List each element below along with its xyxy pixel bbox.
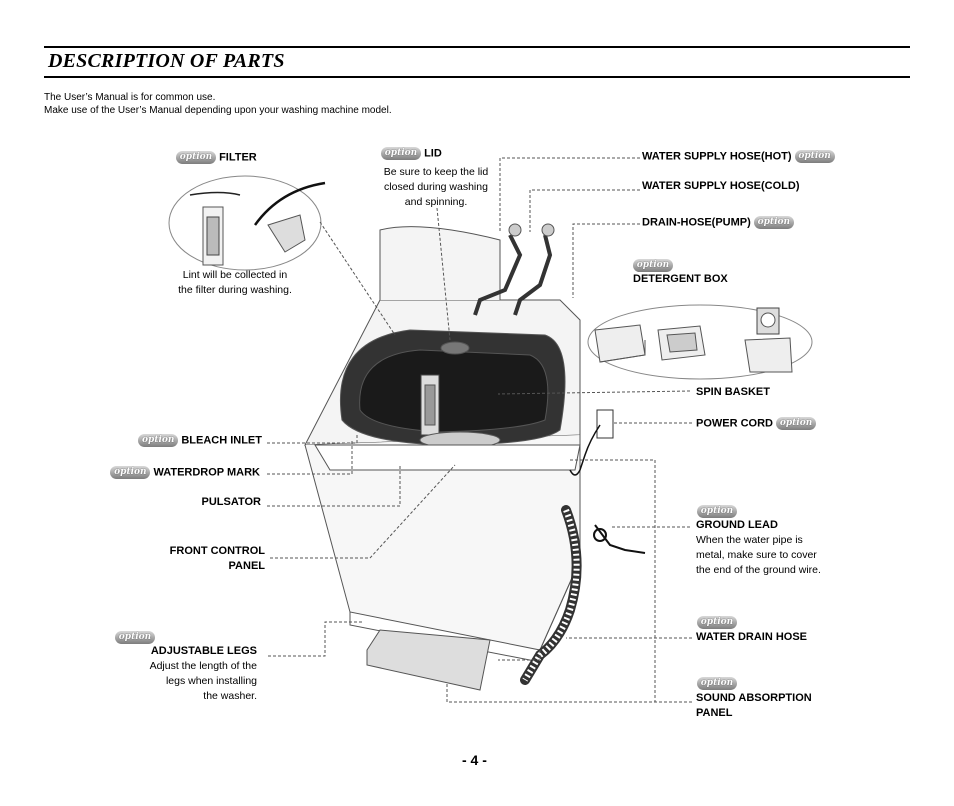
label-sound-absorption-panel: SOUND ABSORPTION PANEL [696, 691, 812, 721]
label-ground-lead: GROUND LEAD [696, 519, 778, 531]
top-rule [44, 46, 910, 48]
filter-note-line-1: Lint will be collected in [182, 269, 288, 281]
label-pulsator: PULSATOR [201, 496, 262, 508]
filter-note-line-2: the filter during washing. [178, 284, 292, 296]
sound-absorption-badge: option [697, 675, 737, 693]
waterdrop-mark-label: WATERDROP MARK [153, 466, 260, 479]
detergent-box-badge: option [633, 257, 673, 275]
lid-note: Be sure to keep the lid closed during wa… [368, 165, 504, 210]
label-power-cord: POWER CORD option [696, 417, 817, 430]
option-badge: option [381, 147, 421, 160]
sound-absorption-line-2: PANEL [696, 707, 733, 719]
label-adjustable-legs: ADJUSTABLE LEGS [150, 645, 257, 657]
label-water-supply-cold: WATER SUPPLY HOSE(COLD) [642, 180, 800, 192]
intro-line-2: Make use of the User’s Manual depending … [44, 105, 392, 116]
drain-hose-pump-label: DRAIN-HOSE(PUMP) [642, 216, 751, 229]
water-supply-hot-label: WATER SUPPLY HOSE(HOT) [642, 150, 792, 163]
lid-note-line-2: closed during washing [384, 181, 488, 193]
lid-label: LID [424, 147, 442, 160]
label-waterdrop-mark: option WATERDROP MARK [90, 466, 260, 479]
page-number: - 4 - [462, 752, 487, 768]
water-drain-hose-badge: option [697, 614, 737, 632]
front-control-panel-line-1: FRONT CONTROL [169, 545, 265, 557]
option-badge: option [115, 631, 155, 645]
label-lid: option LID [381, 147, 442, 160]
ground-lead-note-line-1: When the water pipe is [696, 534, 803, 546]
option-badge: option [794, 150, 835, 163]
label-water-drain-hose: WATER DRAIN HOSE [696, 631, 808, 643]
adjustable-legs-badge: option [115, 629, 155, 647]
option-badge: option [697, 677, 737, 691]
ground-lead-badge: option [697, 503, 737, 521]
label-drain-hose-pump: DRAIN-HOSE(PUMP) option [642, 216, 794, 229]
label-filter: option FILTER [176, 151, 257, 164]
option-badge: option [697, 616, 737, 630]
label-water-supply-hot: WATER SUPPLY HOSE(HOT) option [642, 150, 835, 163]
front-control-panel-line-2: PANEL [228, 560, 265, 572]
sound-absorption-line-1: SOUND ABSORPTION [696, 692, 812, 704]
option-badge: option [697, 505, 737, 519]
option-badge: option [753, 216, 794, 229]
ground-lead-note-line-3: the end of the ground wire. [696, 564, 821, 576]
adjustable-legs-note-line-3: the washer. [203, 690, 257, 702]
filter-label: FILTER [219, 151, 257, 164]
page-title: DESCRIPTION OF PARTS [48, 50, 285, 72]
option-badge: option [138, 434, 179, 447]
label-detergent-box: DETERGENT BOX [633, 273, 728, 285]
label-spin-basket: SPIN BASKET [696, 386, 770, 398]
adjustable-legs-note-line-1: Adjust the length of the [149, 660, 257, 672]
lid-note-line-1: Be sure to keep the lid [383, 166, 489, 178]
bleach-inlet-label: BLEACH INLET [181, 434, 262, 447]
filter-note: Lint will be collected in the filter dur… [160, 268, 310, 298]
ground-lead-note: When the water pipe is metal, make sure … [696, 533, 856, 578]
option-badge: option [110, 466, 151, 479]
adjustable-legs-note: Adjust the length of the legs when insta… [110, 659, 257, 704]
option-badge: option [176, 151, 216, 164]
power-cord-label: POWER CORD [696, 417, 773, 430]
intro-line-1: The User’s Manual is for common use. [44, 92, 216, 103]
lid-note-line-3: and spinning. [404, 196, 468, 208]
detergent-detail-ellipse [587, 304, 813, 380]
ground-lead-note-line-2: metal, make sure to cover [696, 549, 817, 561]
title-underline [44, 76, 910, 78]
option-badge: option [633, 259, 673, 273]
option-badge: option [776, 417, 817, 430]
label-bleach-inlet: option BLEACH INLET [120, 434, 262, 447]
label-front-control-panel: FRONT CONTROL PANEL [140, 544, 265, 574]
adjustable-legs-note-line-2: legs when installing [165, 675, 257, 687]
